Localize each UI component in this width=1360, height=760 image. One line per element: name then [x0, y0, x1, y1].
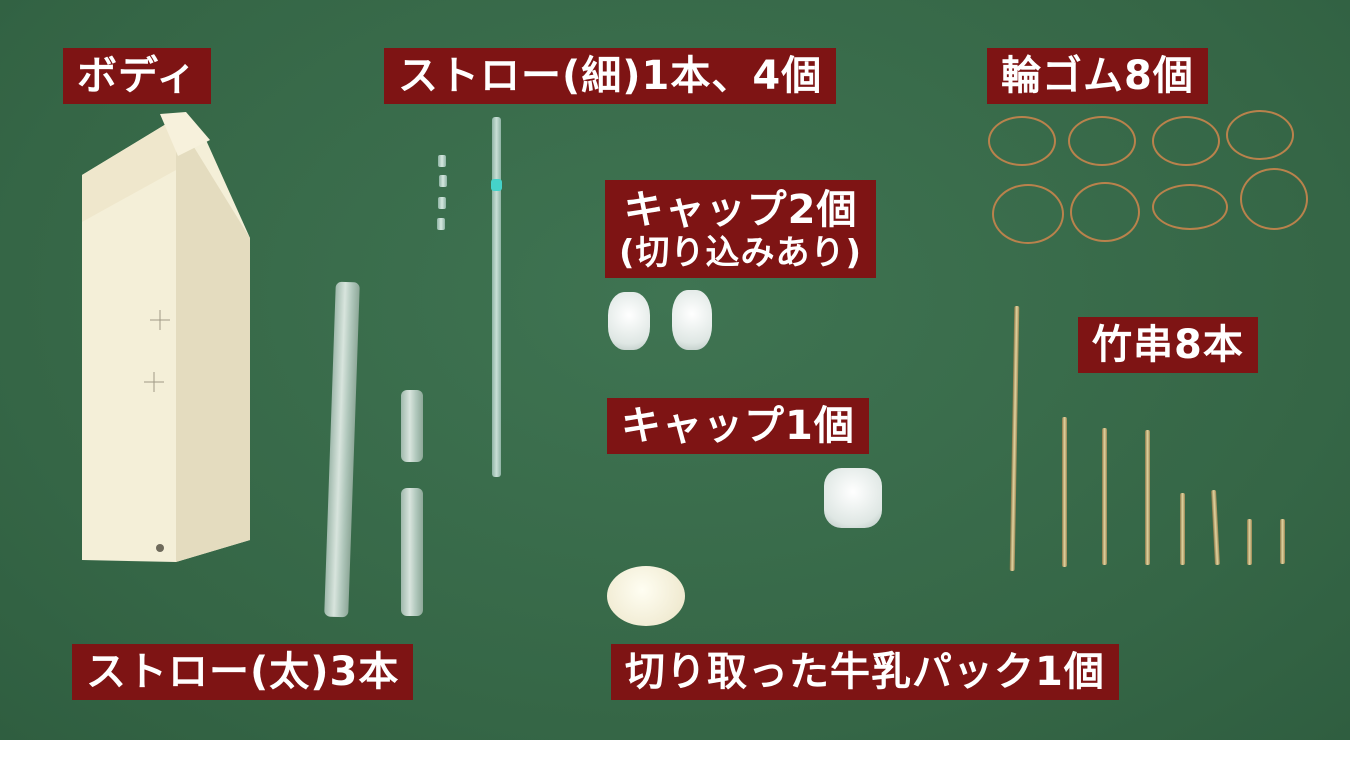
bamboo-skewer	[1280, 519, 1285, 564]
thick-straw-short	[401, 390, 423, 462]
bamboo-skewer	[1062, 417, 1067, 567]
thin-straw	[491, 117, 502, 477]
thick-straw-medium	[401, 488, 423, 616]
rubber-band	[1226, 110, 1294, 160]
thin-straw-piece	[438, 197, 446, 209]
materials-photo: ボディ ストロー(細)1本、4個 輪ゴム8個 キャップ2個 (切り込みあり) キ…	[0, 0, 1350, 740]
rubber-band	[1240, 168, 1308, 230]
label-notched-caps-note: (切り込みあり)	[619, 233, 863, 273]
bamboo-skewer	[1145, 430, 1150, 565]
single-cap	[824, 468, 882, 528]
label-notched-caps: キャップ2個 (切り込みあり)	[605, 180, 877, 278]
label-milk-pack: 切り取った牛乳パック1個	[611, 644, 1119, 700]
label-rubber-bands: 輪ゴム8個	[987, 48, 1208, 104]
straw-band	[491, 179, 502, 191]
label-notched-caps-title: キャップ2個	[623, 187, 858, 233]
rubber-band	[988, 116, 1056, 166]
bamboo-skewer	[1180, 493, 1185, 565]
rubber-band	[1152, 116, 1220, 166]
notched-cap	[672, 290, 712, 350]
notched-cap	[608, 292, 650, 350]
rubber-band	[1152, 184, 1228, 230]
label-skewers: 竹串8本	[1078, 317, 1258, 373]
label-body: ボディ	[63, 48, 212, 104]
bamboo-skewer	[1211, 489, 1220, 566]
thin-straw-piece	[439, 175, 447, 187]
thin-straw-piece	[437, 218, 445, 230]
milk-carton-body	[82, 112, 250, 562]
label-thick-straws: ストロー(太)3本	[72, 644, 414, 700]
milk-pack-circle	[607, 566, 685, 626]
thin-straw-piece	[438, 155, 446, 167]
label-single-cap: キャップ1個	[607, 398, 869, 454]
bamboo-skewer	[1009, 305, 1020, 572]
thick-straw-long	[324, 281, 360, 618]
bamboo-skewer	[1102, 428, 1107, 565]
rubber-band	[1070, 182, 1140, 242]
bamboo-skewer	[1247, 519, 1252, 565]
label-thin-straw: ストロー(細)1本、4個	[384, 48, 837, 104]
rubber-band	[992, 184, 1064, 244]
rubber-band	[1068, 116, 1136, 166]
